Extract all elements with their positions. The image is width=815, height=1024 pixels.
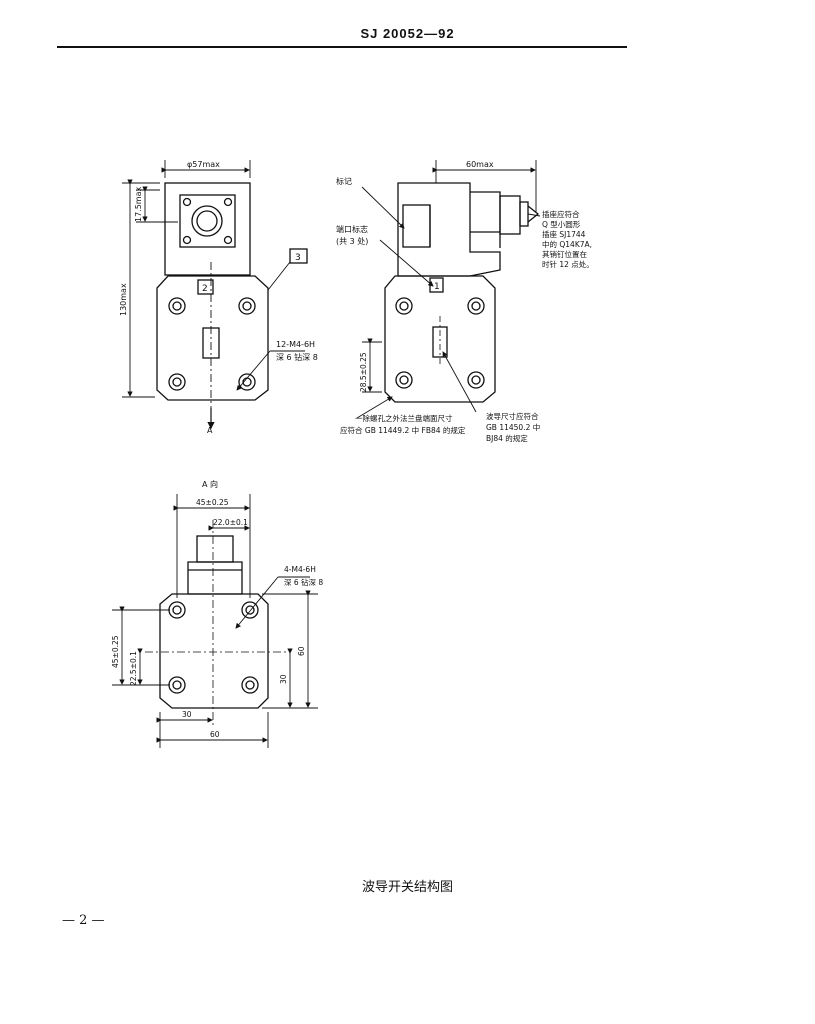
dim-connector-height: 17.5max <box>134 186 143 222</box>
dim-hole-offset: 28.5±0.25 <box>359 352 368 392</box>
dim-bottom-30: 30 <box>182 710 192 719</box>
dim-top-width: φ57max <box>187 160 220 169</box>
note-flange: 一除螺孔之外法兰盘端面尺寸 应符合 GB 11449.2 中 FB84 的规定 <box>340 413 466 435</box>
svg-text:其销钉位置在: 其销钉位置在 <box>542 249 587 259</box>
svg-text:一除螺孔之外法兰盘端面尺寸: 一除螺孔之外法兰盘端面尺寸 <box>355 413 453 423</box>
svg-text:BJ84 的规定: BJ84 的规定 <box>486 433 528 443</box>
callout-3: 3 <box>295 253 301 263</box>
bottom-holes-label: 4-M4-6H <box>284 565 316 574</box>
bottom-holes-depth: 深 6 钻深 8 <box>284 577 323 587</box>
dim-bottom-top: 45±0.25 <box>196 498 229 507</box>
header-rule <box>57 46 627 48</box>
svg-text:插座 SJ1744: 插座 SJ1744 <box>542 229 586 239</box>
dim-left-outer: 45±0.25 <box>111 635 120 668</box>
callout-2: 2 <box>202 284 208 294</box>
svg-text:GB 11450.2 中: GB 11450.2 中 <box>486 422 540 432</box>
svg-text:波导尺寸应符合: 波导尺寸应符合 <box>486 411 539 421</box>
bottom-view <box>112 494 318 748</box>
label-port-count: (共 3 处) <box>336 236 368 246</box>
svg-text:Q 型小圆形: Q 型小圆形 <box>542 220 581 229</box>
svg-text:中的 Q14K7A,: 中的 Q14K7A, <box>542 239 592 249</box>
front-holes-depth: 深 6 钻深 8 <box>276 352 318 362</box>
dim-right-60: 60 <box>297 646 306 656</box>
dim-bottom-sub: 22.0±0.1 <box>213 518 248 527</box>
figure-caption: 波导开关结构图 <box>361 880 453 895</box>
callout-1: 1 <box>434 282 440 292</box>
bottom-view-title: A 向 <box>202 479 218 489</box>
svg-text:时针 12 点处。: 时针 12 点处。 <box>542 259 594 269</box>
standard-number: SJ 20052—92 <box>360 26 455 41</box>
side-view <box>356 160 541 419</box>
dim-bottom-60: 60 <box>210 730 220 739</box>
front-view <box>122 160 308 430</box>
dim-right-30: 30 <box>279 674 288 684</box>
svg-text:应符合 GB 11449.2 中 FB84 的规定: 应符合 GB 11449.2 中 FB84 的规定 <box>340 425 466 435</box>
page-number: — 2 — <box>62 913 105 928</box>
dim-side-width: 60max <box>466 160 494 169</box>
note-connector: 插座应符合 Q 型小圆形 插座 SJ1744 中的 Q14K7A, 其销钉位置在… <box>542 209 594 269</box>
svg-text:插座应符合: 插座应符合 <box>542 209 580 219</box>
label-port: 端口标志 <box>336 224 368 234</box>
note-waveguide: 波导尺寸应符合 GB 11450.2 中 BJ84 的规定 <box>486 411 540 443</box>
direction-label-a: A <box>207 426 213 435</box>
front-holes-label: 12-M4-6H <box>276 340 315 349</box>
label-marking: 标记 <box>336 176 352 186</box>
dim-left-inner: 22.5±0.1 <box>129 651 138 686</box>
dim-total-height: 130max <box>119 283 128 316</box>
